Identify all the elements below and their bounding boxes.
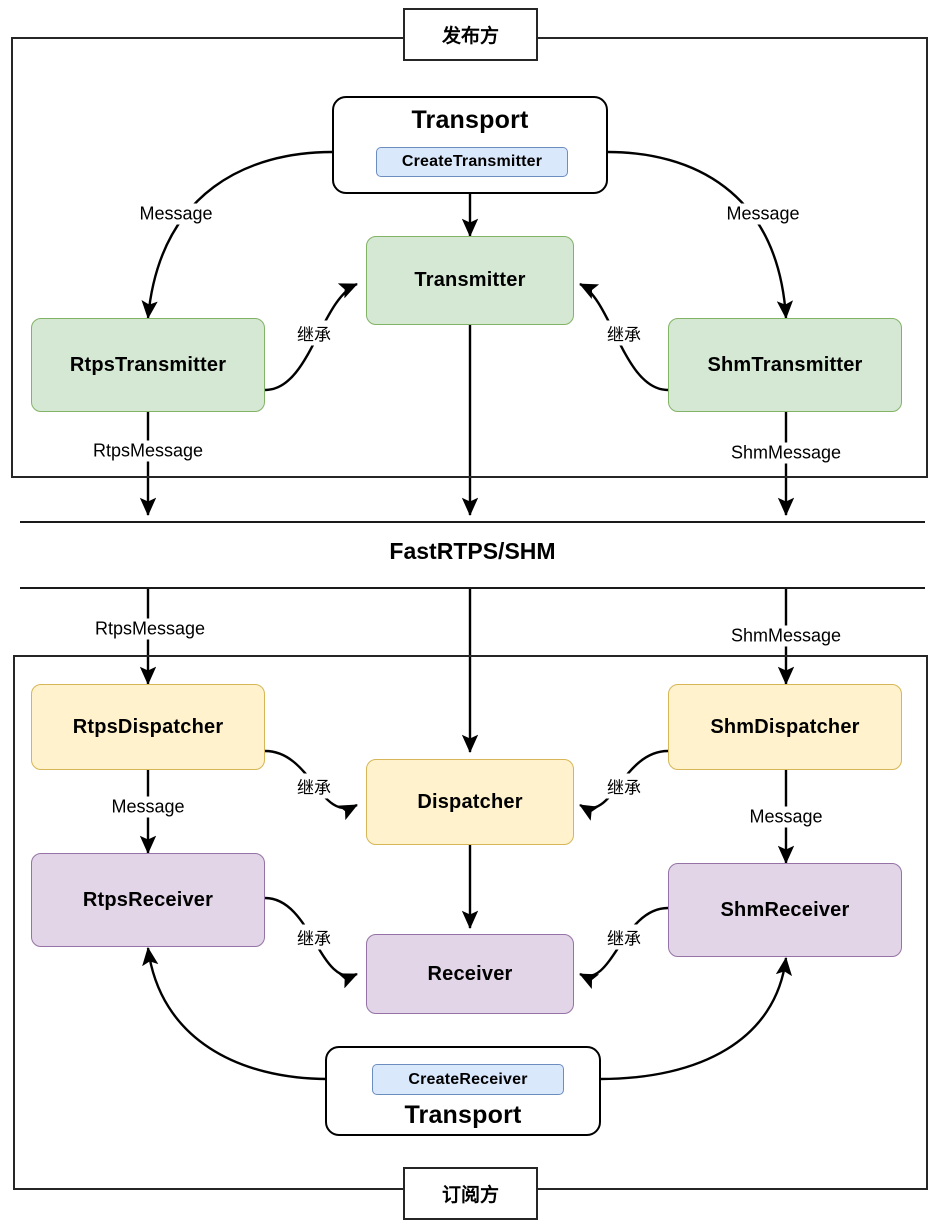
- transport-publisher-title: Transport: [411, 106, 529, 134]
- node-shm-transmitter[interactable]: ShmTransmitter: [668, 318, 902, 412]
- band-label: FastRTPS/SHM: [389, 538, 556, 564]
- node-rtps-transmitter[interactable]: RtpsTransmitter: [31, 318, 265, 412]
- node-shm-receiver[interactable]: ShmReceiver: [668, 863, 902, 957]
- node-rtps-receiver[interactable]: RtpsReceiver: [31, 853, 265, 947]
- edge-label-inherit-recv-left: 继承: [295, 924, 333, 950]
- node-transmitter[interactable]: Transmitter: [366, 236, 574, 325]
- edge-label-message-right-sub: Message: [747, 806, 825, 828]
- edge-label-inherit-disp-left: 继承: [295, 773, 333, 799]
- publisher-tag-label: 发布方: [441, 26, 499, 47]
- edge-label-inherit-right-pub: 继承: [605, 320, 643, 346]
- band-line-top: [20, 521, 925, 523]
- create-transmitter-chip[interactable]: CreateTransmitter: [376, 147, 568, 177]
- edge-label-rtps-message-in: RtpsMessage: [92, 618, 208, 640]
- transport-publisher-box[interactable]: Transport CreateTransmitter: [332, 96, 608, 194]
- band-line-bottom: [20, 587, 925, 589]
- node-receiver[interactable]: Receiver: [366, 934, 574, 1014]
- publisher-tag: 发布方: [403, 8, 538, 61]
- edge-label-shm-message-out: ShmMessage: [728, 442, 844, 464]
- transport-subscriber-title: Transport: [404, 1101, 522, 1129]
- edge-label-message-right-pub: Message: [724, 203, 802, 225]
- edge-label-inherit-recv-right: 继承: [605, 924, 643, 950]
- edge-label-message-left-pub: Message: [137, 203, 215, 225]
- node-shm-dispatcher[interactable]: ShmDispatcher: [668, 684, 902, 770]
- node-dispatcher[interactable]: Dispatcher: [366, 759, 574, 845]
- edge-label-rtps-message-out: RtpsMessage: [90, 440, 206, 462]
- edge-label-inherit-disp-right: 继承: [605, 773, 643, 799]
- create-receiver-chip[interactable]: CreateReceiver: [372, 1064, 564, 1095]
- edge-label-shm-message-in: ShmMessage: [728, 625, 844, 647]
- node-rtps-dispatcher[interactable]: RtpsDispatcher: [31, 684, 265, 770]
- edge-label-message-left-sub: Message: [109, 796, 187, 818]
- transport-subscriber-box[interactable]: CreateReceiver Transport: [325, 1046, 601, 1136]
- edge-label-inherit-left-pub: 继承: [295, 320, 333, 346]
- subscriber-tag-label: 订阅方: [441, 1185, 499, 1206]
- subscriber-tag: 订阅方: [403, 1167, 538, 1220]
